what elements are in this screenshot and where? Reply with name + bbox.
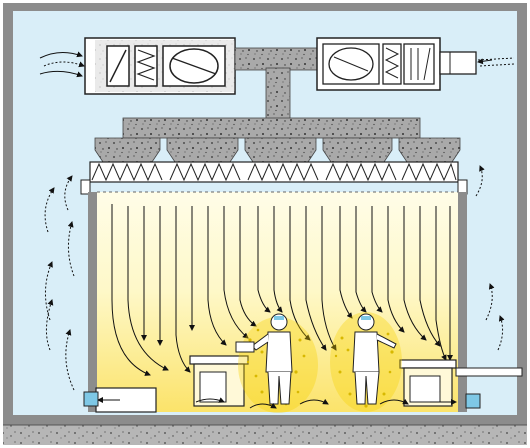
floor-slab (3, 424, 527, 445)
outdoor-air-intake (39, 51, 85, 78)
hepa-hood (94, 137, 161, 163)
floor-airflow (97, 397, 457, 409)
hepa-hood (244, 137, 317, 163)
airflow-lines (111, 204, 453, 376)
return-air-plenum (44, 165, 505, 391)
hepa-hood (166, 137, 239, 163)
return-grilles (83, 391, 481, 409)
air-handling-unit (84, 37, 236, 95)
supply-duct (122, 47, 421, 139)
operator-left (235, 313, 318, 413)
hepa-hood (398, 137, 461, 163)
operator-right (330, 312, 402, 412)
workbench-right (399, 359, 523, 407)
hepa-hood (322, 137, 393, 163)
recirculation-fan-unit (316, 37, 515, 91)
hepa-filter-ceiling (80, 137, 468, 195)
